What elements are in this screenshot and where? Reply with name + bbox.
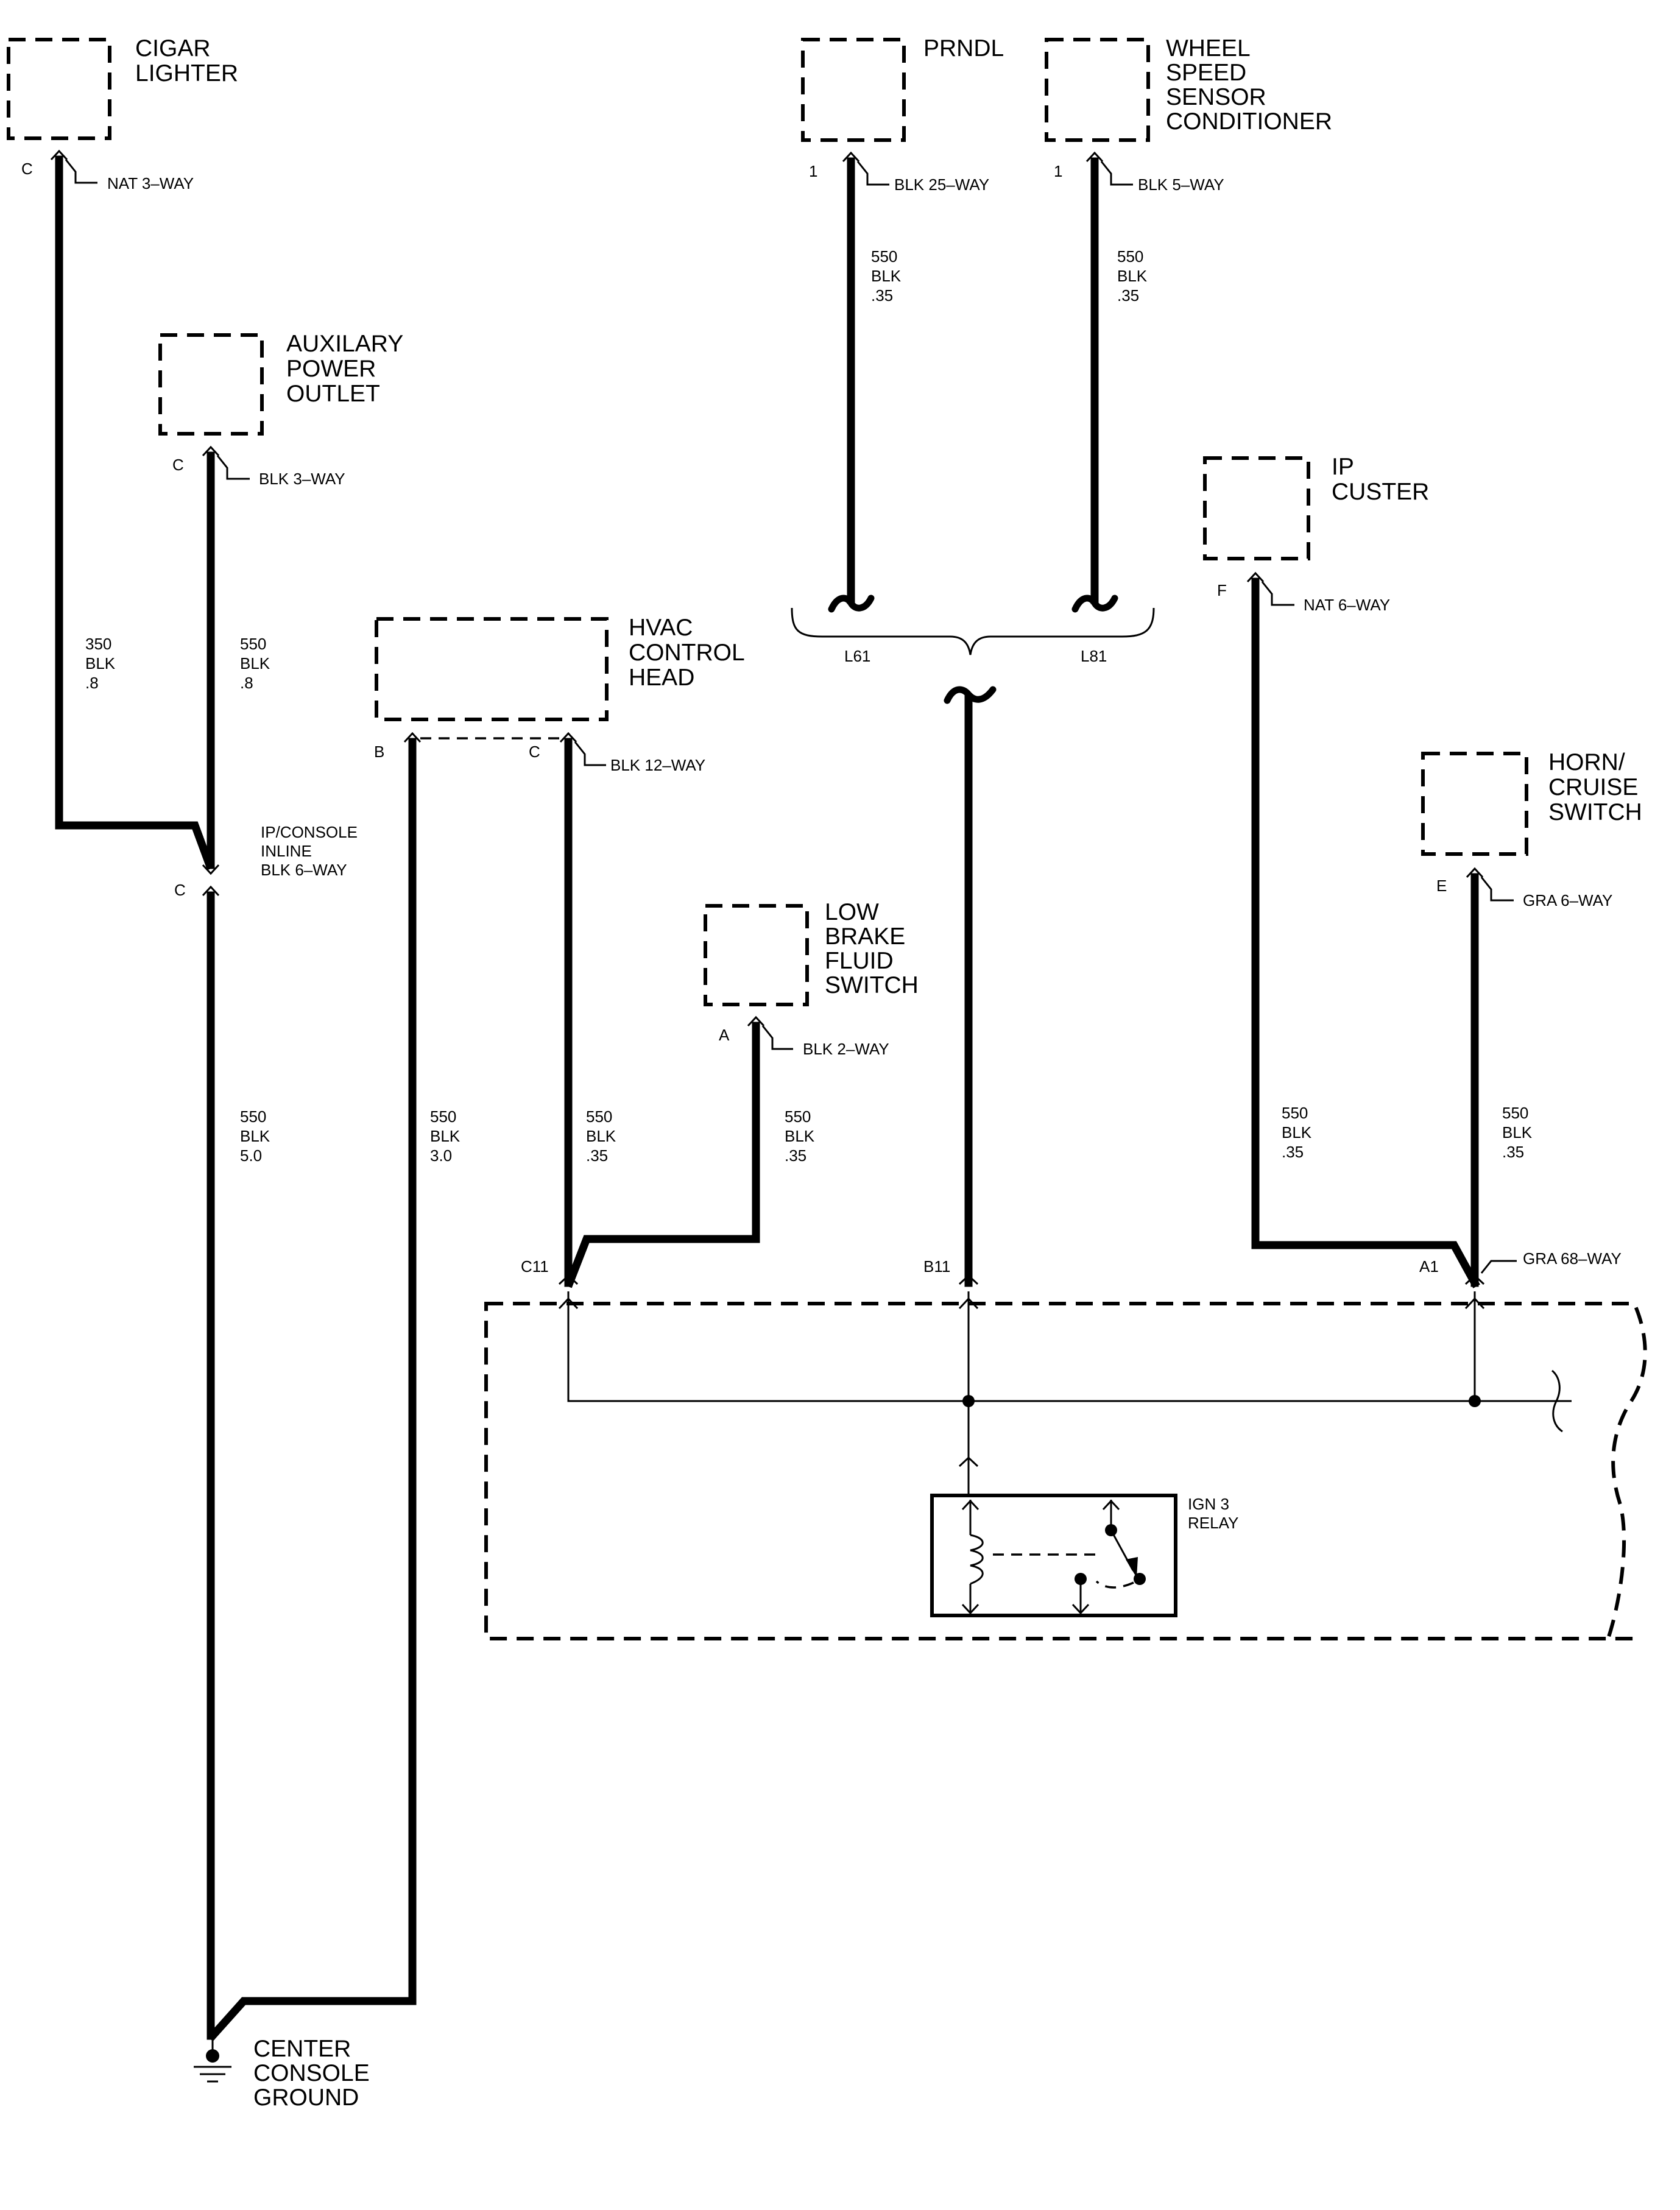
wire-ip-cluster xyxy=(1251,577,1480,1288)
pin-auxiliary-power-outlet: C xyxy=(172,456,184,474)
wire-spec-hvac-c11: 550 BLK .35 xyxy=(586,1107,620,1165)
low-brake-fluid-switch-label: LOW BRAKE FLUID SWITCH xyxy=(825,899,919,998)
pin-cigar-lighter: C xyxy=(21,160,33,178)
wire-hvac-to-ground xyxy=(206,738,417,2042)
wire-spec-hvac-to-ground: 550 BLK 3.0 xyxy=(430,1107,464,1165)
pin-prndl: 1 xyxy=(809,162,817,180)
connector-relay-center: GRA 68–WAY xyxy=(1523,1249,1622,1268)
connector-auxiliary-power-outlet: BLK 3–WAY xyxy=(259,470,345,488)
pin-inline: C xyxy=(174,881,186,899)
wire-spec-auxiliary-power-outlet: 550 BLK .8 xyxy=(240,635,274,692)
pin-a1: A1 xyxy=(1419,1257,1439,1276)
pin-b11: B11 xyxy=(923,1257,950,1276)
pin-c11: C11 xyxy=(521,1257,549,1276)
auxiliary-power-outlet-label: AUXILARY POWER OUTLET xyxy=(286,331,409,407)
ip-cluster-box xyxy=(1203,456,1310,560)
ip-cluster-label: IP CUSTER xyxy=(1332,454,1429,505)
relay-center xyxy=(484,1291,1647,1640)
connector-leaders xyxy=(65,159,1517,1274)
auxiliary-power-outlet-box xyxy=(158,333,264,436)
inline-connector-label: IP/CONSOLE INLINE BLK 6–WAY xyxy=(261,823,362,879)
connector-wheel-speed: BLK 5–WAY xyxy=(1138,175,1224,194)
prndl-box xyxy=(801,38,906,142)
wheel-speed-sensor-conditioner-box xyxy=(1045,38,1150,142)
wire-low-brake-fluid xyxy=(564,1022,760,1288)
cigar-lighter-label: CIGAR LIGHTER xyxy=(135,35,238,86)
pin-wheel-speed: 1 xyxy=(1054,162,1062,180)
pin-hvac-b: B xyxy=(374,743,384,761)
wire-spec-low-brake: 550 BLK .35 xyxy=(785,1107,819,1165)
connector-hvac-control-head: BLK 12–WAY xyxy=(610,756,705,774)
wheel-speed-sensor-conditioner-label: WHEEL SPEED SENSOR CONDITIONER xyxy=(1166,35,1332,135)
pin-hvac-c: C xyxy=(529,743,540,761)
wire-spec-ip-cluster: 550 BLK .35 xyxy=(1282,1104,1316,1161)
connector-ip-cluster: NAT 6–WAY xyxy=(1304,596,1390,614)
option-brace xyxy=(791,595,1155,704)
connector-terminals xyxy=(50,149,1485,1285)
ground-symbol xyxy=(194,2036,231,2083)
wire-spec-cigar-lighter: 350 BLK .8 xyxy=(85,635,119,692)
option-l81: L81 xyxy=(1081,647,1107,665)
horn-cruise-switch-box xyxy=(1421,752,1528,856)
horn-cruise-switch-label: HORN/ CRUISE SWITCH xyxy=(1548,749,1645,825)
wire-spec-wheel-speed: 550 BLK .35 xyxy=(1117,247,1151,305)
pin-ip-cluster: F xyxy=(1217,581,1227,599)
pin-low-brake: A xyxy=(719,1026,730,1044)
wire-spec-inline-to-ground: 550 BLK 5.0 xyxy=(240,1107,274,1165)
low-brake-fluid-switch-box xyxy=(704,904,809,1006)
connector-cigar-lighter: NAT 3–WAY xyxy=(107,174,194,192)
center-console-ground-label: CENTER CONSOLE GROUND xyxy=(253,2036,376,2111)
connector-low-brake: BLK 2–WAY xyxy=(803,1040,889,1058)
ign3-relay-label: IGN 3 RELAY xyxy=(1188,1495,1238,1532)
connector-horn-cruise: GRA 6–WAY xyxy=(1523,891,1612,909)
connector-prndl: BLK 25–WAY xyxy=(894,175,989,194)
ign3-relay xyxy=(930,1494,1177,1617)
cigar-lighter-box xyxy=(7,38,111,140)
hvac-control-head-box xyxy=(375,617,609,721)
hvac-control-head-label: HVAC CONTROL HEAD xyxy=(629,615,750,691)
wire-spec-horn-cruise: 550 BLK .35 xyxy=(1502,1104,1536,1161)
pin-horn-cruise: E xyxy=(1436,877,1447,895)
wire-cigar-lighter xyxy=(55,155,215,870)
prndl-label: PRNDL xyxy=(923,35,1004,62)
wire-spec-prndl: 550 BLK .35 xyxy=(871,247,905,305)
option-l61: L61 xyxy=(844,647,870,665)
